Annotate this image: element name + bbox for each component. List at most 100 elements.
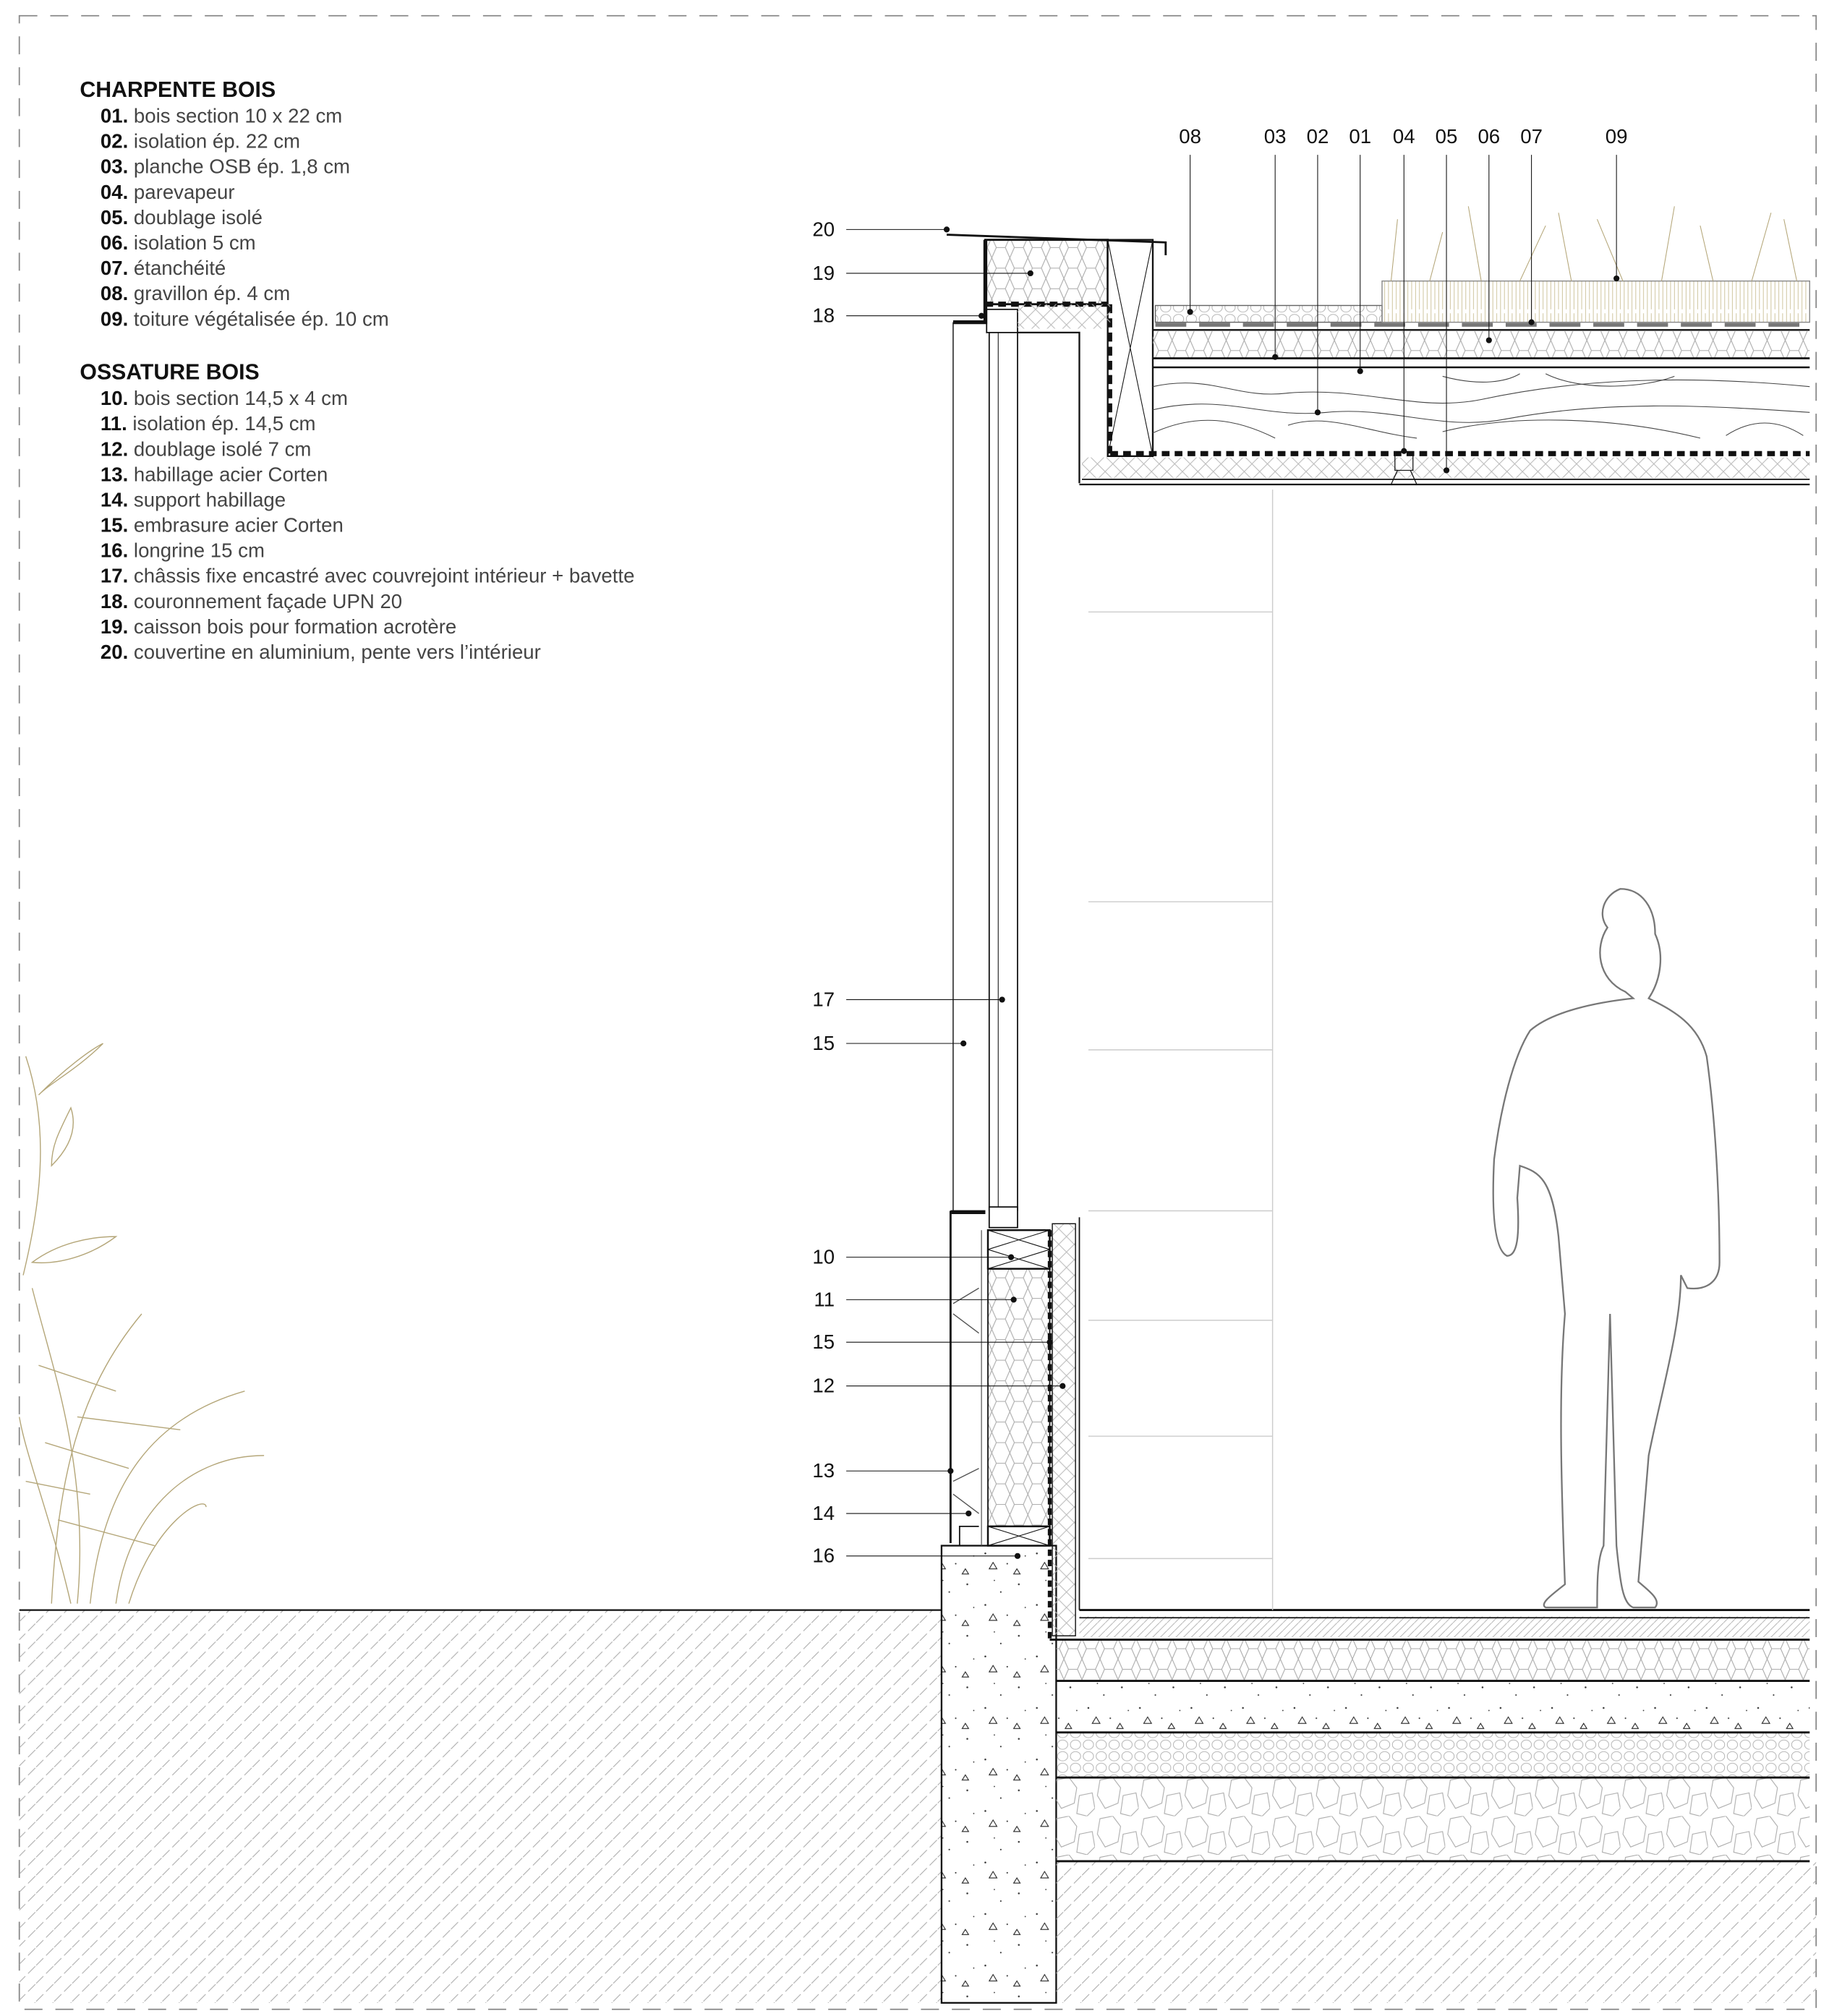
- legend-item: 16. longrine 15 cm: [101, 539, 265, 562]
- callout-label-top: 09: [1606, 125, 1628, 148]
- legend-item: 20. couvertine en aluminium, pente vers …: [101, 641, 541, 663]
- legend-item: 03. planche OSB ép. 1,8 cm: [101, 155, 350, 178]
- parapet-acrotere: [946, 234, 1167, 484]
- leader-dot: [1357, 368, 1363, 375]
- callout-label-top: 07: [1520, 125, 1543, 148]
- legend-item-text: embrasure acier Corten: [134, 514, 344, 537]
- legend-item-text: isolation ép. 14,5 cm: [132, 412, 315, 435]
- sheet-border: [18, 14, 1817, 2010]
- leader-dot: [1272, 354, 1279, 360]
- leader-dot: [1060, 1383, 1066, 1389]
- legend-item: 11. isolation ép. 14,5 cm: [101, 412, 316, 435]
- callout-label-top: 04: [1393, 125, 1415, 148]
- legend-item: 19. caisson bois pour formation acrotère: [101, 615, 456, 638]
- leader-dot: [1401, 448, 1407, 454]
- callout-label-left: 14: [812, 1502, 835, 1524]
- legend-item-number: 16.: [101, 539, 128, 562]
- legend-item-number: 14.: [101, 488, 128, 511]
- leader-dot: [999, 996, 1005, 1003]
- legend-item-text: isolation ép. 22 cm: [134, 130, 300, 153]
- legend-item: 08. gravillon ép. 4 cm: [101, 282, 290, 304]
- interior-elevation-lines: [1088, 490, 1274, 1610]
- lower-timber-wall: [949, 1210, 1080, 1639]
- callout-label-top: 05: [1436, 125, 1458, 148]
- leader-dot: [1010, 1297, 1017, 1303]
- legend-item-number: 04.: [101, 181, 128, 203]
- legend-item-number: 10.: [101, 387, 128, 409]
- legend-item: 09. toiture végétalisée ép. 10 cm: [101, 307, 389, 330]
- leader-dot: [947, 1468, 954, 1474]
- leader-dot: [1014, 1552, 1021, 1559]
- callout-label-left: 16: [812, 1545, 835, 1567]
- legend-item: 04. parevapeur: [101, 181, 235, 203]
- callout-label-left: 19: [812, 262, 835, 284]
- legend-item: 01. bois section 10 x 22 cm: [101, 105, 342, 127]
- legend-item-text: bois section 10 x 22 cm: [134, 105, 342, 127]
- legend-item: 14. support habillage: [101, 488, 286, 511]
- leader-dot: [1007, 1254, 1015, 1260]
- callout-label-left: 15: [812, 1032, 835, 1054]
- soil-left: [19, 1610, 942, 2003]
- legend-item-number: 15.: [101, 514, 128, 537]
- legend-section-title: OSSATURE BOIS: [80, 361, 259, 385]
- leader-dot: [965, 1510, 972, 1517]
- leader-dot: [943, 226, 950, 233]
- legend-item-number: 09.: [101, 307, 128, 330]
- legend-item-number: 19.: [101, 615, 128, 638]
- callout-label-left: 17: [812, 988, 835, 1010]
- callout-label-left: 10: [812, 1246, 835, 1268]
- legend-item-number: 12.: [101, 437, 128, 460]
- legend-item-text: isolation 5 cm: [134, 231, 256, 254]
- callout-label-top: 03: [1264, 125, 1287, 148]
- legend-item: 17. châssis fixe encastré avec couvrejoi…: [101, 565, 635, 587]
- callout-label-left: 11: [814, 1288, 835, 1310]
- callout-label-left: 12: [812, 1375, 835, 1397]
- fixed-window-frame: [952, 308, 1018, 1229]
- wood-grain: [1152, 373, 1810, 439]
- callout-label-top: 02: [1307, 125, 1329, 148]
- legend-item-number: 07.: [101, 257, 128, 279]
- legend-item-number: 11.: [101, 412, 127, 435]
- callout-label-left: 20: [812, 218, 835, 240]
- legend-item-text: bois section 14,5 x 4 cm: [134, 387, 348, 409]
- callout-label-left: 18: [812, 304, 835, 327]
- legend-item-text: longrine 15 cm: [134, 539, 265, 562]
- foundation-longrine: [940, 1545, 1057, 2004]
- legend-item-number: 08.: [101, 282, 128, 304]
- leader-dot: [960, 1040, 967, 1047]
- legend-item-number: 06.: [101, 231, 128, 254]
- legend-item: 13. habillage acier Corten: [101, 463, 328, 485]
- legend-item-number: 02.: [101, 130, 128, 153]
- leader-dot: [1187, 309, 1193, 315]
- roof-buildup: [1079, 206, 1810, 486]
- legend-item-number: 01.: [101, 105, 128, 127]
- person-silhouette: [1492, 888, 1721, 1609]
- legend-section-title: CHARPENTE BOIS: [80, 78, 276, 102]
- plant-illustration: [19, 1043, 265, 1604]
- leader-dot: [1528, 319, 1535, 325]
- leader-dot: [979, 312, 985, 319]
- legend-item-number: 05.: [101, 206, 128, 228]
- legend-item: 18. couronnement façade UPN 20: [101, 590, 402, 612]
- leader-dot: [1314, 409, 1321, 416]
- leader-dot: [1046, 1339, 1053, 1346]
- legend-item-text: couvertine en aluminium, pente vers l’in…: [134, 641, 541, 663]
- legend-item-text: étanchéité: [134, 257, 226, 279]
- legend: CHARPENTE BOIS 01. bois section 10 x 22 c…: [80, 78, 634, 663]
- legend-item: 10. bois section 14,5 x 4 cm: [101, 387, 348, 409]
- legend-item-text: gravillon ép. 4 cm: [134, 282, 290, 304]
- legend-item-text: couronnement façade UPN 20: [134, 590, 402, 612]
- legend-item: 02. isolation ép. 22 cm: [101, 130, 300, 153]
- callout-label-left: 13: [812, 1459, 835, 1482]
- callout-label-top: 01: [1349, 125, 1371, 148]
- legend-item-text: support habillage: [134, 488, 286, 511]
- legend-item-text: parevapeur: [134, 181, 235, 203]
- legend-item-text: habillage acier Corten: [134, 463, 328, 485]
- legend-item-text: doublage isolé 7 cm: [134, 437, 311, 460]
- legend-item-text: planche OSB ép. 1,8 cm: [134, 155, 350, 178]
- legend-item: 07. étanchéité: [101, 257, 226, 279]
- legend-item: 12. doublage isolé 7 cm: [101, 437, 311, 460]
